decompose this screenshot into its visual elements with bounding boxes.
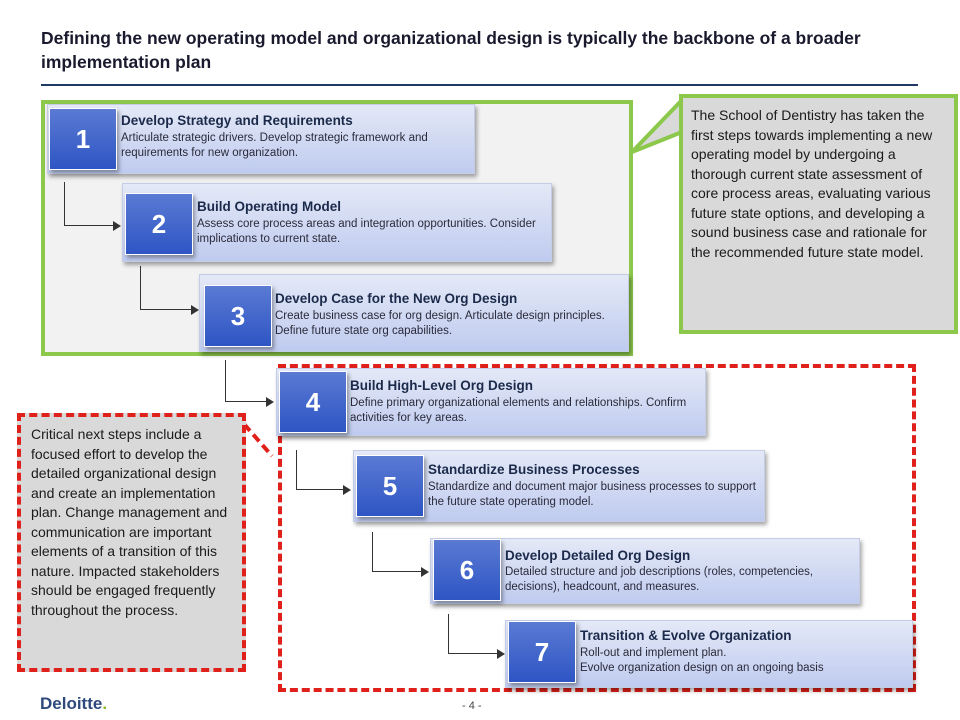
step-5-title: Standardize Business Processes [428,462,640,477]
step-4-number: 4 [279,371,347,433]
step-5-number: 5 [356,455,424,517]
step-4-box [276,368,706,436]
step-1-number: 1 [49,108,117,170]
connector-1-2 [64,182,114,226]
arrow-head-4 [266,397,274,407]
step-2-box [122,183,552,262]
step-1-description: Articulate strategic drivers. Develop st… [121,132,428,159]
step-7-description: Roll-out and implement plan. Evolve orga… [580,647,824,674]
step-6-description: Detailed structure and job descriptions … [505,566,814,593]
step-3-title: Develop Case for the New Org Design [275,291,518,306]
logo-text: Deloitte [40,694,103,713]
page-number: - 4 - [462,700,482,712]
next-steps-frame [278,364,916,692]
arrow-head-6 [421,567,429,577]
next-steps-callout-text: Critical next steps include a focused ef… [31,426,228,618]
step-4-title: Build High-Level Org Design [350,378,534,393]
logo-dot: . [102,694,108,713]
step-7-title: Transition & Evolve Organization [580,628,792,643]
step-1-title: Develop Strategy and Requirements [121,113,353,128]
step-3-number: 3 [204,285,272,347]
step-6-box [430,538,860,604]
connector-3-4 [225,360,267,402]
connector-5-6 [372,532,422,572]
connector-4-5 [296,450,344,490]
current-state-callout: The School of Dentistry has taken the fi… [679,94,958,334]
arrow-head-3 [191,305,199,315]
red-callout-pointer [242,422,274,458]
deloitte-logo: Deloitte. [40,694,107,714]
arrow-head-2 [113,221,121,231]
connector-2-3 [140,266,192,310]
arrow-head-5 [343,485,351,495]
title-divider [41,84,918,86]
step-2-title: Build Operating Model [197,199,341,214]
step-6-title: Develop Detailed Org Design [505,548,691,563]
step-7-number: 7 [508,621,576,683]
step-2-number: 2 [125,193,193,255]
connector-6-7 [448,614,498,654]
step-6-number: 6 [433,539,501,601]
step-5-description: Standardize and document major business … [428,481,756,508]
step-2-description: Assess core process areas and integratio… [197,218,536,245]
slide-title: Defining the new operating model and org… [41,28,861,72]
step-1-box [47,104,475,174]
arrow-head-7 [497,649,505,659]
current-state-callout-text: The School of Dentistry has taken the fi… [691,107,933,260]
next-steps-callout: Critical next steps include a focused ef… [17,413,246,672]
step-3-description: Create business case for org design. Art… [275,310,605,337]
step-4-description: Define primary organizational elements a… [350,397,687,424]
